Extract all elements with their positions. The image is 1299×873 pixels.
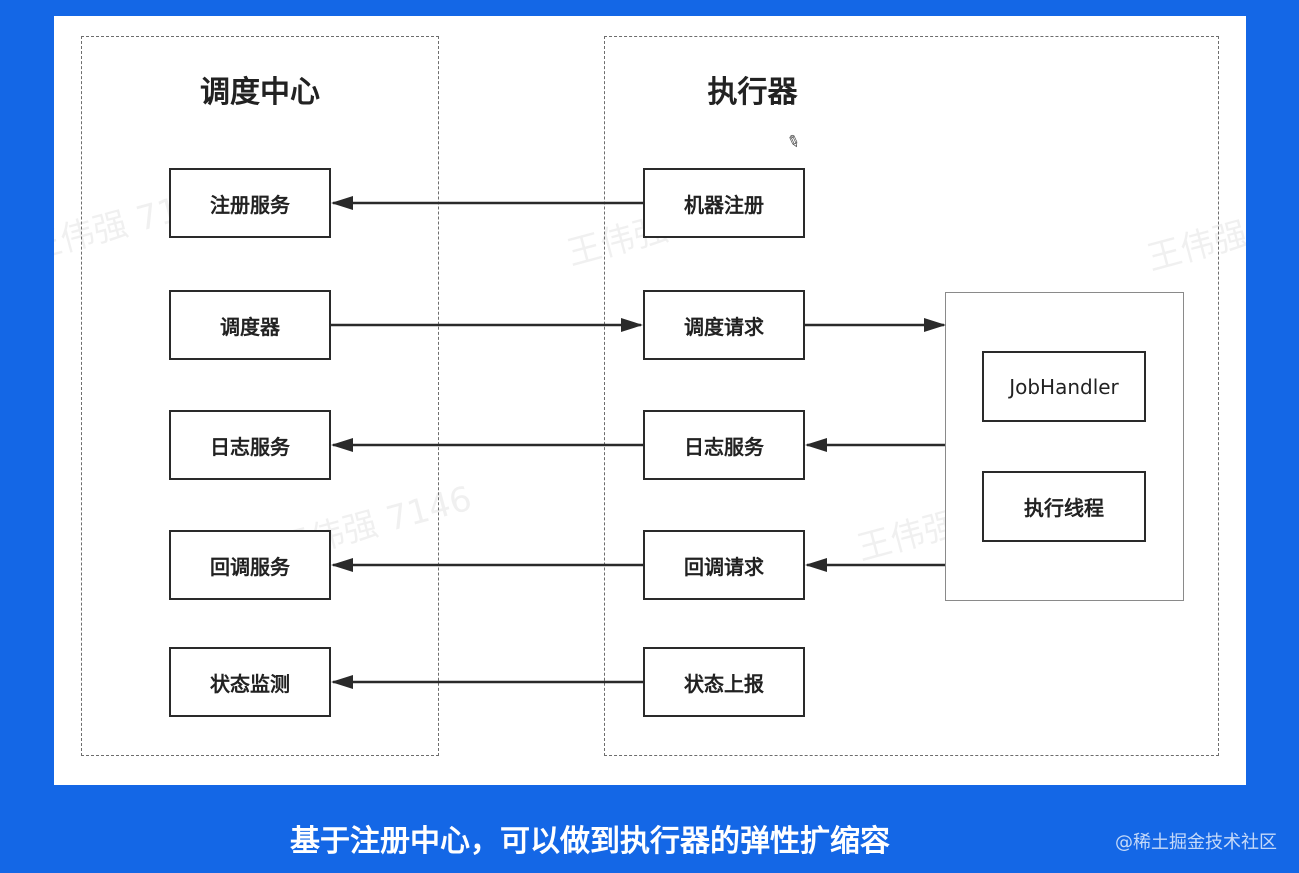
scheduler-center-title: 调度中心	[200, 75, 320, 110]
executor-log-service-node: 日志服务	[643, 410, 805, 480]
job-handler-container	[945, 292, 1184, 601]
schedule-request-node: 调度请求	[643, 290, 805, 360]
job-handler-node: JobHandler	[982, 351, 1146, 422]
status-report-node: 状态上报	[643, 647, 805, 717]
register-service-node: 注册服务	[169, 168, 331, 238]
scheduler-center-group: 调度中心	[81, 36, 439, 756]
log-service-node: 日志服务	[169, 410, 331, 480]
diagram-canvas: 王伟强 7146 王伟强 7146 王伟强 7146 王伟强 7146 王伟强 …	[54, 16, 1246, 785]
scheduler-node: 调度器	[169, 290, 331, 360]
machine-register-node: 机器注册	[643, 168, 805, 238]
execution-thread-node: 执行线程	[982, 471, 1146, 542]
executor-title: 执行器	[707, 75, 798, 110]
status-monitor-node: 状态监测	[169, 647, 331, 717]
source-credit: @稀土掘金技术社区	[1115, 832, 1277, 853]
executor-group: 执行器	[604, 36, 1219, 756]
callback-service-node: 回调服务	[169, 530, 331, 600]
connector-arrows	[331, 196, 946, 689]
callback-request-node: 回调请求	[643, 530, 805, 600]
caption-text: 基于注册中心，可以做到执行器的弹性扩缩容	[290, 824, 890, 859]
